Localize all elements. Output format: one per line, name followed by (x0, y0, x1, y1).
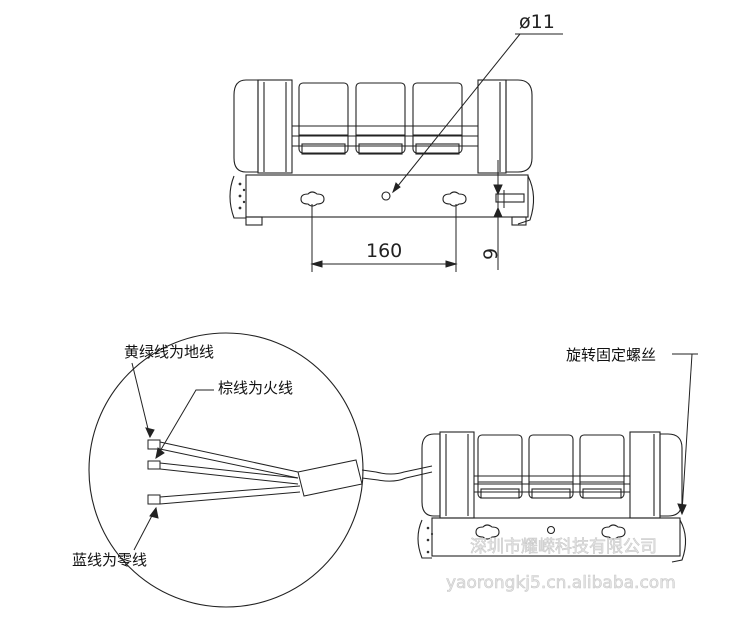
left-end-cap (233, 79, 259, 173)
lamp-module-b2 (528, 434, 574, 499)
lamp-module-b3 (579, 434, 625, 499)
spacing-label: 160 (366, 240, 402, 262)
cable-jacket (297, 459, 363, 497)
label-rotate-screw: 旋转固定螺丝 (566, 346, 656, 364)
key-slot-left (300, 191, 325, 207)
diameter-label: ø11 (519, 11, 555, 33)
cable-assembly (147, 439, 433, 505)
label-ground-wire: 黄绿线为地线 (124, 343, 214, 361)
wire-brown (159, 462, 299, 479)
offset-dimension (493, 160, 505, 270)
wire-leaders (131, 362, 214, 551)
lamp-module-2 (355, 82, 406, 155)
right-end-collar (477, 79, 507, 174)
center-hole (381, 191, 391, 201)
lamp-module-3 (412, 82, 463, 155)
top-lamp-view (229, 79, 535, 226)
wire-yellow-green (159, 441, 299, 473)
key-slot-right (442, 191, 467, 207)
screw-leader (672, 353, 698, 516)
mounting-bracket (245, 174, 529, 218)
watermark-company: 深圳市耀嵘科技有限公司 (470, 537, 657, 557)
offset-label: 9 (480, 248, 502, 260)
right-end-cap (505, 79, 533, 173)
lamp-module-b1 (477, 434, 523, 499)
diameter-callout (392, 33, 563, 194)
label-neutral-wire: 蓝线为零线 (72, 551, 147, 569)
lamp-module-1 (298, 82, 349, 155)
wire-blue (159, 485, 301, 498)
label-live-wire: 棕线为火线 (218, 379, 293, 397)
bottom-mounting-bracket (431, 517, 681, 557)
spacing-dimension (310, 204, 458, 272)
watermark-url: yaorongkj5.cn.alibaba.com (446, 573, 676, 593)
left-end-collar (257, 79, 293, 174)
bottom-lamp-view (417, 431, 687, 563)
